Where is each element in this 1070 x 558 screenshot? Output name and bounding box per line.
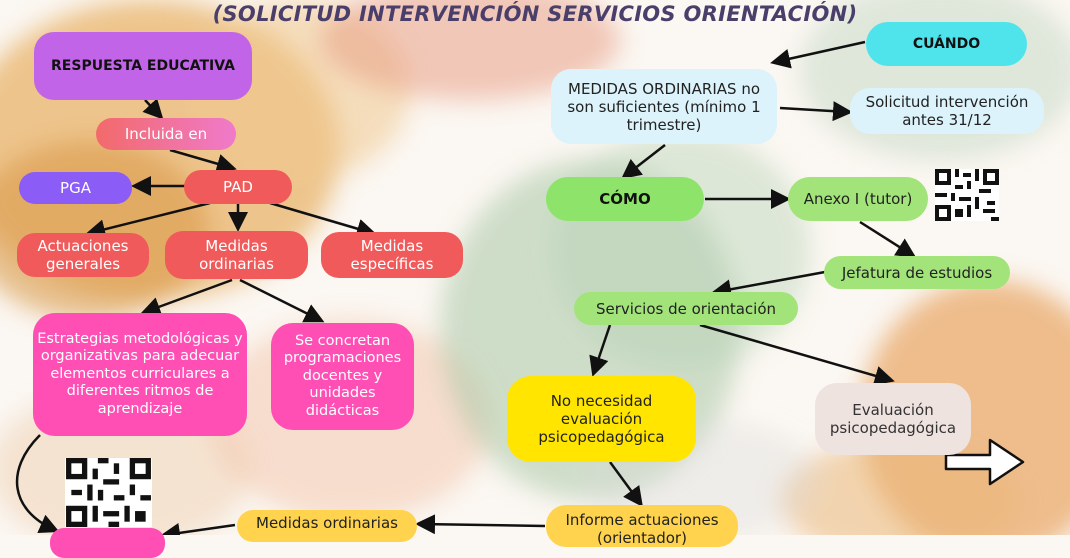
node-jefatura: Jefatura de estudios: [824, 256, 1010, 289]
node-servicios-orientacion: Servicios de orientación: [574, 292, 798, 325]
node-evaluacion: Evaluación psicopedagógica: [815, 383, 971, 455]
node-solicitud-intervencion: Solicitud intervención antes 31/12: [850, 88, 1044, 134]
node-no-necesidad: No necesidad evaluación psicopedagógica: [507, 376, 696, 462]
node-informe-actuaciones: Informe actuaciones (orientador): [546, 505, 738, 547]
node-pad: PAD: [184, 170, 292, 204]
node-medidas-especificas: Medidas específicas: [321, 232, 463, 278]
node-pga: PGA: [19, 172, 132, 204]
node-anexo-tutor: Anexo I (tutor): [788, 177, 928, 221]
node-bottom-left-pink: [50, 528, 165, 558]
node-medidas-ordinarias: Medidas ordinarias: [165, 231, 308, 279]
node-respuesta-educativa: RESPUESTA EDUCATIVA: [34, 32, 252, 100]
node-incluida-en: Incluida en: [96, 118, 236, 150]
qr-code-icon: [65, 458, 152, 527]
node-estrategias: Estrategias metodológicas y organizativa…: [33, 313, 247, 436]
node-se-concretan: Se concretan programaciones docentes y u…: [271, 323, 414, 430]
node-medidas-no-suficientes: MEDIDAS ORDINARIAS no son suficientes (m…: [551, 69, 777, 144]
node-como: CÓMO: [546, 177, 704, 221]
qr-code-icon: [935, 169, 999, 221]
node-medidas-ordinarias-bottom: Medidas ordinarias: [237, 510, 417, 542]
node-cuando: CUÁNDO: [866, 22, 1027, 66]
page-title: (SOLICITUD INTERVENCIÓN SERVICIOS ORIENT…: [212, 2, 858, 26]
node-actuaciones-generales: Actuaciones generales: [17, 233, 149, 277]
